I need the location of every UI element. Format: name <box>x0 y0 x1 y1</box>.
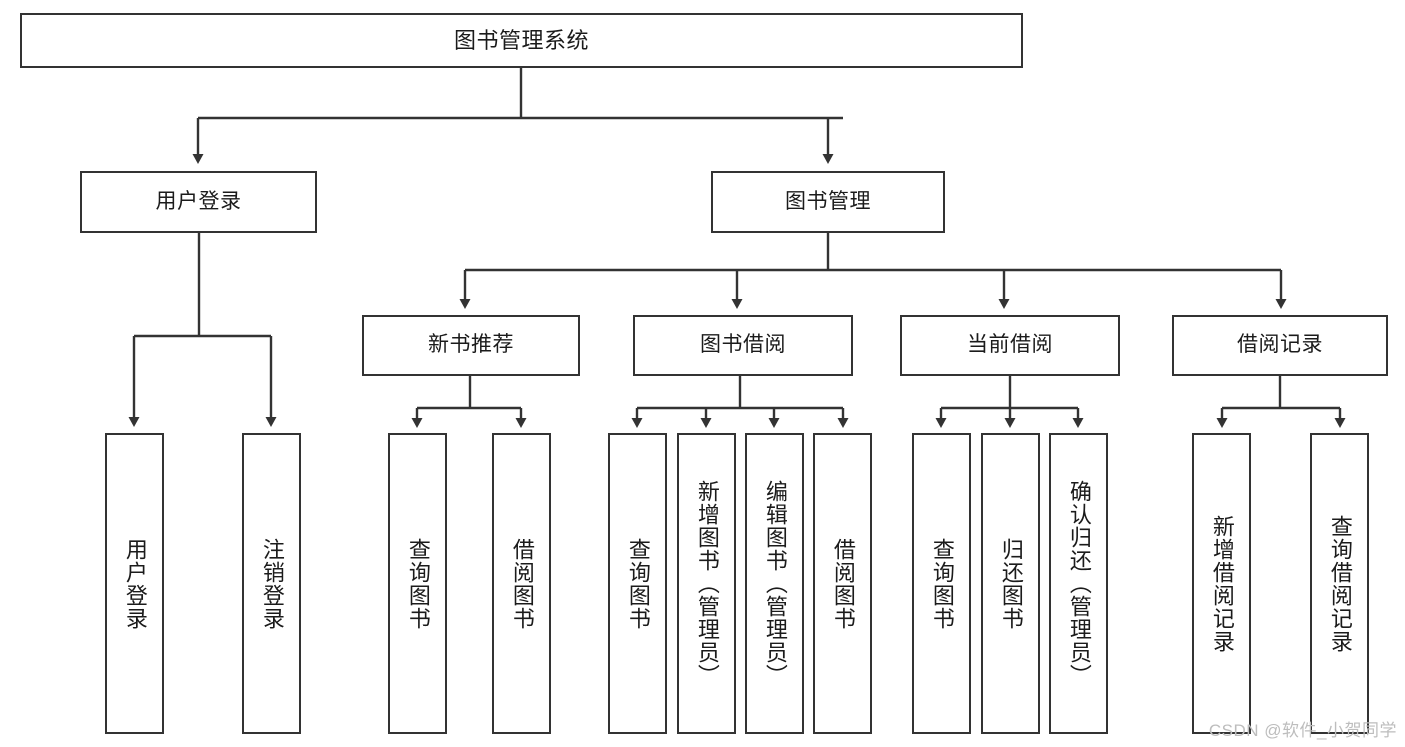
node-label: 编辑图书（管理员） <box>762 480 788 687</box>
node-label: 用户登录 <box>122 537 148 630</box>
node-current-borrow[interactable]: 当前借阅 <box>900 315 1120 376</box>
node-leaf-return-book[interactable]: 归还图书 <box>981 433 1040 734</box>
node-new-book-recommend[interactable]: 新书推荐 <box>362 315 580 376</box>
node-leaf-borrow-book-1[interactable]: 借阅图书 <box>492 433 551 734</box>
node-book-borrow[interactable]: 图书借阅 <box>633 315 853 376</box>
node-label: 当前借阅 <box>967 333 1053 357</box>
node-label: 图书管理系统 <box>453 27 589 53</box>
node-label: 确认归还（管理员） <box>1066 480 1092 687</box>
node-user-login[interactable]: 用户登录 <box>80 171 317 233</box>
node-label: 查询图书 <box>929 537 955 630</box>
node-label: 图书借阅 <box>700 333 786 357</box>
node-leaf-logout-login[interactable]: 注销登录 <box>242 433 301 734</box>
node-leaf-edit-book[interactable]: 编辑图书（管理员） <box>745 433 804 734</box>
node-book-management[interactable]: 图书管理 <box>711 171 945 233</box>
csdn-watermark: CSDN @软件_小贺同学 <box>1208 721 1397 740</box>
node-label: 借阅图书 <box>830 537 856 630</box>
node-label: 查询借阅记录 <box>1327 514 1353 653</box>
node-label: 查询图书 <box>625 537 651 630</box>
node-label: 借阅记录 <box>1237 333 1323 357</box>
node-leaf-query-book-2[interactable]: 查询图书 <box>608 433 667 734</box>
node-label: 查询图书 <box>405 537 431 630</box>
node-leaf-borrow-book-2[interactable]: 借阅图书 <box>813 433 872 734</box>
node-label: 新书推荐 <box>428 333 514 357</box>
node-leaf-query-borrow-record[interactable]: 查询借阅记录 <box>1310 433 1369 734</box>
node-label: 归还图书 <box>998 537 1024 630</box>
node-label: 借阅图书 <box>509 537 535 630</box>
node-label: 注销登录 <box>259 537 285 630</box>
node-leaf-query-book-1[interactable]: 查询图书 <box>388 433 447 734</box>
node-borrow-record[interactable]: 借阅记录 <box>1172 315 1388 376</box>
node-label: 新增借阅记录 <box>1209 514 1235 653</box>
node-book-management-system[interactable]: 图书管理系统 <box>20 13 1023 68</box>
node-leaf-confirm-return[interactable]: 确认归还（管理员） <box>1049 433 1108 734</box>
node-leaf-query-book-3[interactable]: 查询图书 <box>912 433 971 734</box>
node-label: 新增图书（管理员） <box>694 480 720 687</box>
node-leaf-add-book[interactable]: 新增图书（管理员） <box>677 433 736 734</box>
node-label: 图书管理 <box>785 189 871 213</box>
node-label: 用户登录 <box>155 189 242 213</box>
node-leaf-user-login[interactable]: 用户登录 <box>105 433 164 734</box>
node-leaf-add-borrow-record[interactable]: 新增借阅记录 <box>1192 433 1251 734</box>
